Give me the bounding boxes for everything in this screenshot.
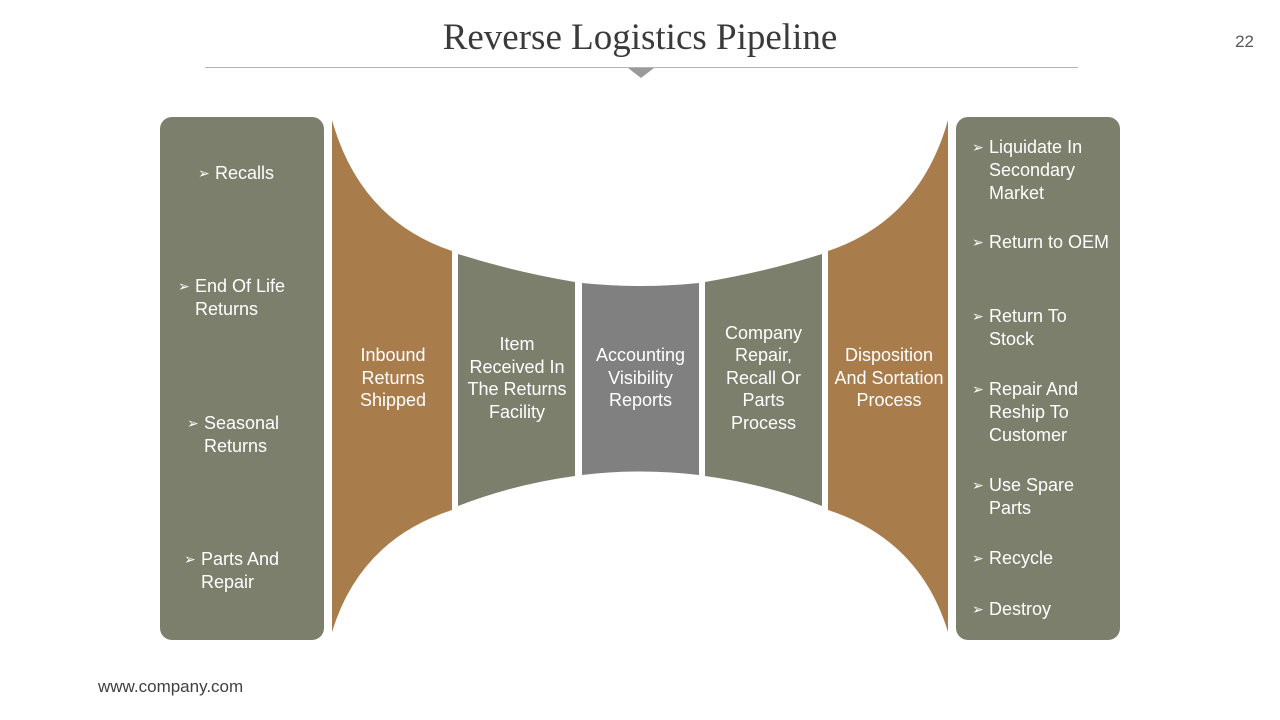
arrow-bullet-icon: ➢	[187, 415, 199, 431]
slide-title: Reverse Logistics Pipeline	[442, 17, 838, 58]
list-item-label: Liquidate In Secondary Market	[989, 137, 1083, 203]
list-item-label: End Of Life Returns	[195, 276, 286, 319]
pipeline-stage-5-label: Disposition And Sortation Process	[834, 345, 944, 411]
list-item-label: Repair And Reship To Customer	[989, 379, 1079, 445]
list-item-label: Recycle	[989, 548, 1054, 568]
list-item: ➢ Parts And Repair	[184, 548, 304, 594]
pipeline-stage-5-shape	[828, 120, 948, 632]
pipeline-stage-2-shape	[458, 254, 575, 506]
list-item: ➢ End Of Life Returns	[178, 275, 308, 321]
right-panel-dispositions: ➢ Liquidate In Secondary Market ➢ Return…	[956, 117, 1120, 640]
title-divider	[205, 67, 1078, 68]
arrow-bullet-icon: ➢	[972, 139, 984, 155]
page-number: 22	[1235, 32, 1254, 51]
pipeline-stage-2-label: Item Received In The Returns Facility	[467, 334, 567, 422]
list-item-label: Parts And Repair	[201, 549, 280, 592]
pipeline-stage-4-shape	[705, 254, 822, 506]
arrow-bullet-icon: ➢	[972, 234, 984, 250]
footer-url: www.company.com	[98, 677, 244, 696]
list-item: ➢ Destroy	[972, 598, 1112, 621]
list-item: ➢ Return To Stock	[972, 305, 1112, 351]
arrow-bullet-icon: ➢	[972, 308, 984, 324]
list-item-label: Recalls	[215, 163, 275, 183]
list-item: ➢ Seasonal Returns	[187, 412, 297, 458]
list-item: ➢ Recycle	[972, 547, 1112, 570]
list-item-label: Destroy	[989, 599, 1052, 619]
pipeline-stage-3-shape	[582, 283, 699, 475]
list-item: ➢ Recalls	[198, 162, 318, 185]
list-item: ➢ Use Spare Parts	[972, 474, 1112, 520]
pipeline-stage-3-label: Accounting Visibility Reports	[595, 345, 686, 411]
pipeline-stage-1-label: Inbound Returns Shipped	[359, 345, 427, 411]
list-item: ➢ Return to OEM	[972, 231, 1112, 254]
list-item: ➢ Repair And Reship To Customer	[972, 378, 1112, 447]
list-item-label: Return To Stock	[989, 306, 1067, 349]
pipeline-stage-1-shape	[332, 120, 452, 632]
arrow-bullet-icon: ➢	[184, 551, 196, 567]
list-item-label: Use Spare Parts	[989, 475, 1075, 518]
list-item-label: Return to OEM	[989, 232, 1110, 252]
list-item: ➢ Liquidate In Secondary Market	[972, 136, 1112, 205]
left-panel-return-sources: ➢ Recalls ➢ End Of Life Returns ➢ Season…	[160, 117, 324, 640]
arrow-bullet-icon: ➢	[972, 477, 984, 493]
arrow-bullet-icon: ➢	[972, 550, 984, 566]
list-item-label: Seasonal Returns	[204, 413, 280, 456]
arrow-bullet-icon: ➢	[178, 278, 190, 294]
title-notch-triangle	[628, 68, 654, 78]
pipeline-stage-4-label: Company Repair, Recall Or Parts Process	[724, 322, 803, 433]
arrow-bullet-icon: ➢	[972, 381, 984, 397]
arrow-bullet-icon: ➢	[198, 165, 210, 181]
arrow-bullet-icon: ➢	[972, 601, 984, 617]
